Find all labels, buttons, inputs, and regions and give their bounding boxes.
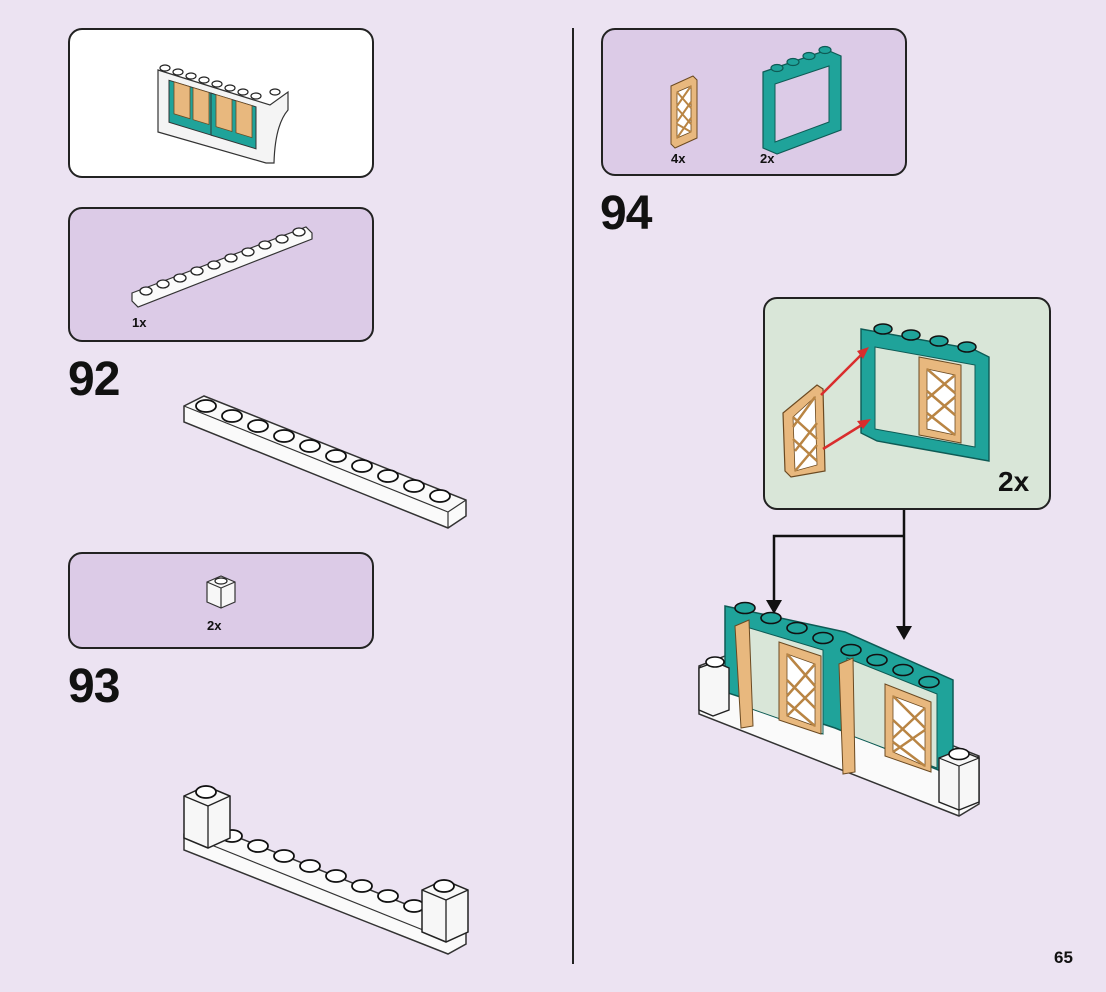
step-93-parts-box: 2x <box>68 552 374 649</box>
brick-1x1-part <box>206 575 236 609</box>
window-frame-part <box>762 45 842 155</box>
column-divider <box>572 28 574 964</box>
step-94-part-a-quantity: 4x <box>671 151 686 166</box>
step-94-callout-box: 2x <box>763 297 1051 510</box>
window-subassembly-illustration <box>782 323 990 478</box>
callout-connector-arrows <box>766 510 912 640</box>
plate-1x10-part <box>131 226 313 308</box>
step-92-part-quantity: 1x <box>132 315 147 330</box>
step-93-part-quantity: 2x <box>207 618 222 633</box>
preview-box <box>68 28 374 178</box>
step-92-assembly-plate <box>183 395 467 529</box>
step-93-assembly <box>183 785 469 955</box>
step-94-number: 94 <box>600 187 652 240</box>
window-pane-part <box>670 75 698 149</box>
step-94-assembly <box>698 601 980 817</box>
step-93-number: 93 <box>68 660 120 713</box>
preview-wall-illustration <box>157 64 289 164</box>
step-92-number: 92 <box>68 353 120 406</box>
step-94-callout-quantity: 2x <box>998 466 1030 497</box>
page-number: 65 <box>1054 948 1073 967</box>
step-94-parts-box: 4x 2x <box>601 28 907 176</box>
step-94-part-b-quantity: 2x <box>760 151 775 166</box>
step-92-parts-box: 1x <box>68 207 374 342</box>
